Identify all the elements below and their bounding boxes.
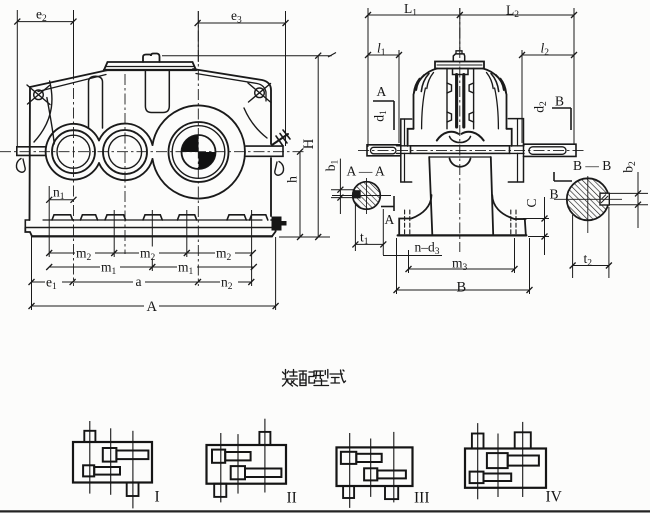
svg-text:A — A: A — A xyxy=(347,164,386,179)
svg-text:H: H xyxy=(301,138,317,149)
svg-text:A: A xyxy=(385,212,395,227)
svg-text:d2: d2 xyxy=(532,101,550,113)
svg-text:e3: e3 xyxy=(231,8,242,26)
svg-text:e2: e2 xyxy=(36,7,47,25)
svg-text:a: a xyxy=(136,274,142,289)
svg-text:B: B xyxy=(550,187,559,202)
svg-text:l2: l2 xyxy=(541,41,550,59)
svg-text:III: III xyxy=(414,490,430,507)
svg-text:n1: n1 xyxy=(53,185,65,203)
svg-text:B: B xyxy=(457,280,467,296)
svg-text:C: C xyxy=(524,198,539,207)
svg-text:B — B: B — B xyxy=(573,158,611,173)
svg-text:d1: d1 xyxy=(372,110,390,122)
svg-text:IV: IV xyxy=(546,489,563,506)
svg-text:l1: l1 xyxy=(377,41,386,59)
svg-text:h: h xyxy=(285,176,300,183)
svg-text:b2: b2 xyxy=(621,161,639,173)
svg-text:t1: t1 xyxy=(360,230,369,248)
svg-text:I: I xyxy=(155,489,160,506)
svg-text:II: II xyxy=(287,490,297,507)
svg-text:A: A xyxy=(147,299,158,315)
svg-text:A: A xyxy=(377,84,387,99)
svg-text:b1: b1 xyxy=(323,160,341,172)
svg-text:B: B xyxy=(555,94,564,109)
svg-text:t2: t2 xyxy=(584,251,593,269)
svg-text:n2: n2 xyxy=(221,275,233,293)
svg-text:e1: e1 xyxy=(46,275,57,293)
svg-text:n–d3: n–d3 xyxy=(415,240,440,258)
